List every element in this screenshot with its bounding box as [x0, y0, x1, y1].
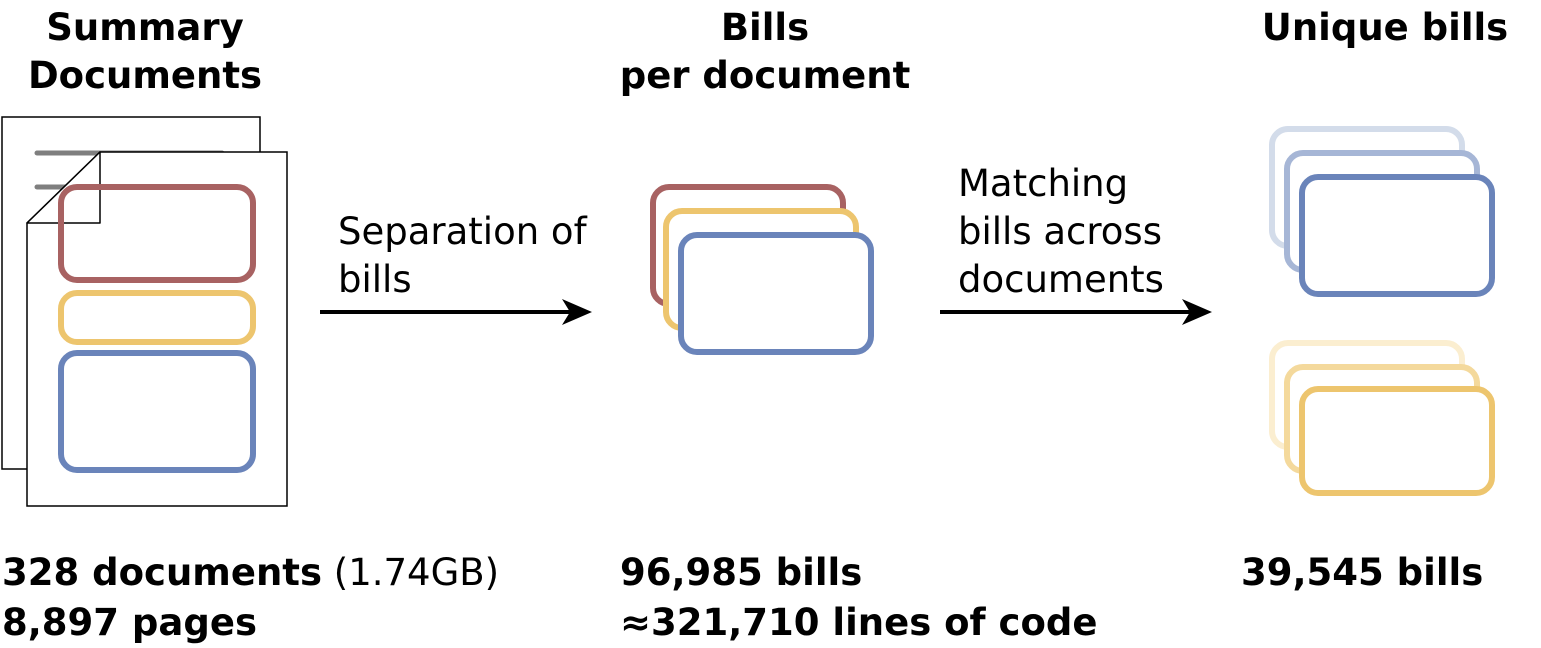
matching-label-line2: bills across	[958, 210, 1162, 253]
separation-step-label: Separation of bills	[338, 208, 587, 304]
documents-size: (1.74GB)	[333, 551, 500, 594]
separation-label-line2: bills	[338, 258, 412, 301]
matching-step-label: Matching bills across documents	[958, 160, 1164, 304]
matching-label-line3: documents	[958, 258, 1164, 301]
documents-count: 328 documents	[2, 551, 322, 594]
unique-blue-card-3	[1299, 174, 1495, 297]
bill-card-blue	[678, 232, 874, 355]
bill-box-yellow	[58, 290, 256, 345]
bills-per-document-heading: Bills per document	[590, 4, 940, 100]
matching-arrowhead-icon	[1182, 299, 1212, 325]
summary-heading-line1: Summary	[46, 6, 244, 49]
unique-stats: 39,545 bills	[1241, 548, 1483, 598]
matching-label-line1: Matching	[958, 162, 1129, 205]
bills-heading-line1: Bills	[720, 6, 810, 49]
summary-documents-heading: Summary Documents	[0, 4, 290, 100]
unique-bills-count: 39,545 bills	[1241, 551, 1484, 594]
separation-label-line1: Separation of	[338, 210, 587, 253]
unique-bills-heading: Unique bills	[1240, 4, 1530, 52]
pages-count: 8,897 pages	[2, 601, 257, 644]
lines-of-code: ≈321,710 lines of code	[620, 601, 1098, 644]
bill-box-blue	[58, 350, 256, 473]
summary-stats-line1: 328 documents (1.74GB)	[2, 548, 499, 598]
unique-heading-line1: Unique bills	[1261, 6, 1509, 49]
bill-box-red	[58, 184, 256, 283]
summary-stats: 328 documents (1.74GB) 8,897 pages	[2, 548, 499, 648]
bills-stats: 96,985 bills ≈321,710 lines of code	[620, 548, 1097, 648]
unique-yellow-card-3	[1299, 386, 1495, 496]
summary-heading-line2: Documents	[27, 54, 263, 97]
bills-count: 96,985 bills	[620, 551, 863, 594]
bills-heading-line2: per document	[619, 54, 911, 97]
separation-arrowhead-icon	[562, 299, 592, 325]
